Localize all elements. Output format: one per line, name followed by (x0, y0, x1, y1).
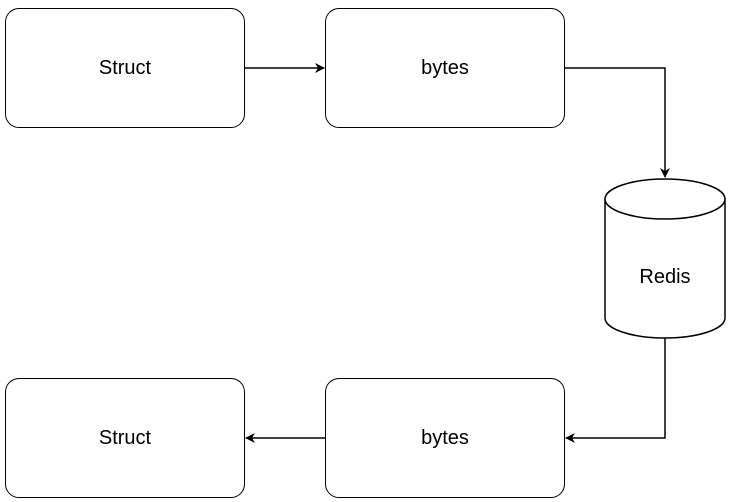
arrow-bytes-to-redis (565, 67, 670, 178)
node-bytes-top: bytes (325, 8, 565, 128)
node-bytes-top-label: bytes (421, 56, 469, 79)
node-bytes-bottom: bytes (325, 378, 565, 498)
node-struct-bottom-label: Struct (98, 426, 152, 449)
redis-database-icon (604, 178, 726, 339)
node-redis-label: Redis (639, 266, 691, 288)
node-bytes-bottom-label: bytes (421, 426, 469, 449)
node-struct-top-label: Struct (98, 56, 152, 79)
node-struct-top: Struct (5, 8, 245, 128)
node-struct-bottom: Struct (5, 378, 245, 498)
arrow-redis-to-bytes (565, 338, 666, 443)
